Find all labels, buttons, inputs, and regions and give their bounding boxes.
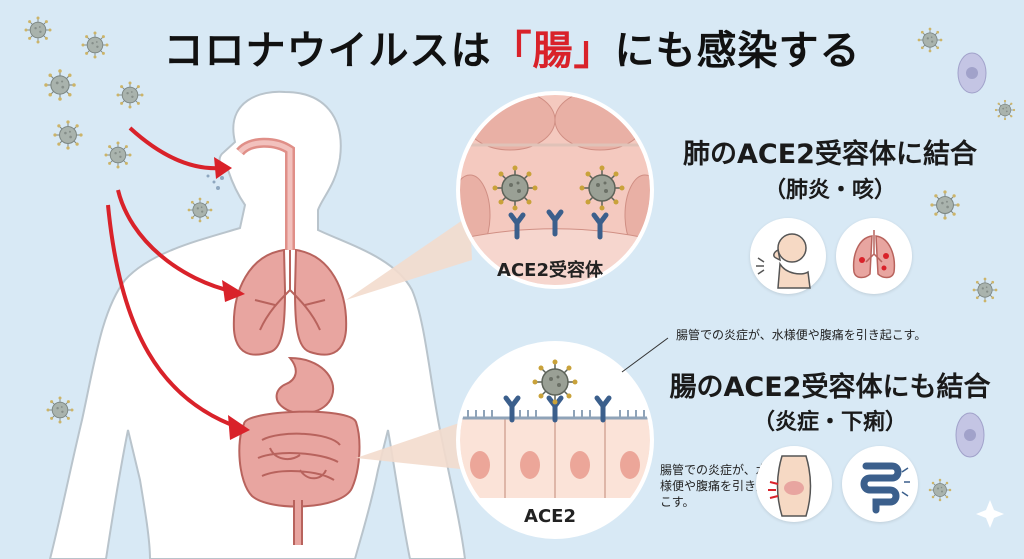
virus-bound-2 xyxy=(578,164,626,212)
cough-person-icon xyxy=(750,218,826,294)
intestines xyxy=(238,410,361,508)
intestine-icon xyxy=(842,446,918,522)
title-suffix: にも感染する xyxy=(614,28,861,74)
virus-bound-1 xyxy=(491,164,539,212)
virus-gut xyxy=(531,358,579,406)
sparkle-icon xyxy=(976,500,1004,528)
gut-note-bottom: 腸管での炎症が、水様便や腹痛を引き起こす。 xyxy=(660,463,769,509)
lung-zoom-circle xyxy=(456,91,654,289)
page-title: コロナウイルスは「腸」にも感染する xyxy=(0,18,1024,76)
title-accent: 「腸」 xyxy=(491,28,615,74)
ace2-receptor-label: ACE2受容体 xyxy=(497,260,603,281)
title-prefix: コロナウイルスは xyxy=(163,28,492,74)
droplets xyxy=(206,174,224,190)
infection-arrows xyxy=(106,126,241,430)
lung-callout xyxy=(346,215,472,300)
note-leader-line xyxy=(621,337,669,373)
gut-note-top: 腸管での炎症が、水様便や腹痛を引き起こす。 xyxy=(676,328,927,342)
arrow-heads xyxy=(214,157,250,440)
gut-callout xyxy=(356,420,470,470)
lungs xyxy=(232,248,348,356)
gut-heading: 腸のACE2受容体にも結合 xyxy=(669,372,991,403)
lung-heading: 肺のACE2受容体に結合 xyxy=(683,139,977,170)
background-bacteria xyxy=(955,52,987,458)
lung-subheading: （肺炎・咳） xyxy=(763,178,896,203)
inflamed-lungs-icon xyxy=(836,218,912,294)
human-body xyxy=(48,90,467,559)
gut-subheading: （炎症・下痢） xyxy=(752,410,907,435)
stomach xyxy=(275,356,335,415)
ace2-label: ACE2 xyxy=(524,506,576,527)
abdominal-pain-icon xyxy=(756,446,832,522)
